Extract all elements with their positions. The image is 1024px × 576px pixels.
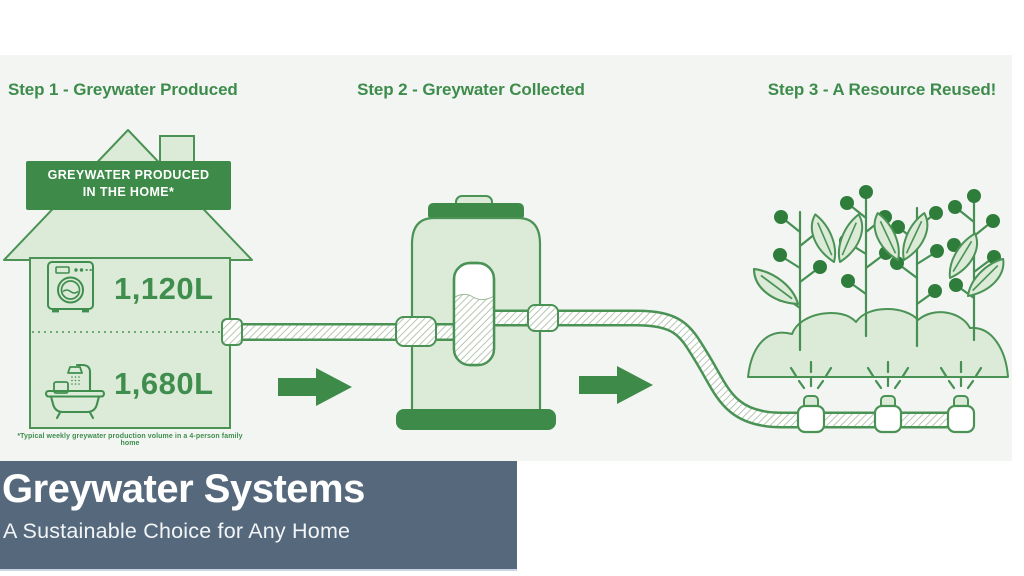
tank-base [396,409,556,430]
leaf-icon [748,267,804,306]
sprinkler-icon [796,394,826,434]
flow-arrow-1-icon [278,368,352,406]
bathtub-icon [44,363,106,420]
washing-machine-icon [47,261,94,313]
footer-title: Greywater Systems [2,467,365,511]
sprinkler-icon [946,394,976,434]
flow-arrow-2-icon [579,366,653,404]
house-icon [3,129,253,429]
tank-gauge [452,261,496,367]
plant-icon [945,189,1003,342]
pipe-coupling-tank-right [527,304,559,332]
soil-mound [747,308,1009,378]
pipe-coupling-house [221,318,243,346]
plant-icon [837,185,895,338]
house-banner [26,161,231,210]
footer-subtitle: A Sustainable Choice for Any Home [3,519,351,543]
pipe-tank-to-garden [481,309,971,429]
sprinkler-icon [873,394,903,434]
pipe-coupling-tank-left [395,316,437,347]
plants-icon [748,185,1012,352]
footer-banner: Greywater Systems A Sustainable Choice f… [0,461,517,571]
